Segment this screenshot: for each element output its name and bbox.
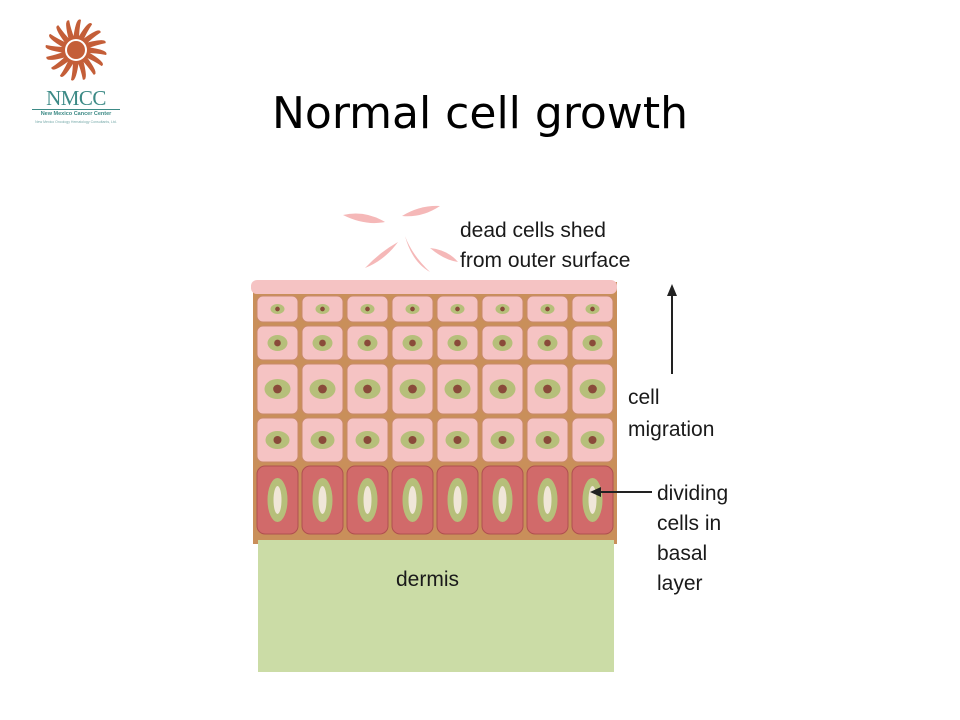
nucleolus [543, 436, 552, 444]
dividing-label-line4: layer [657, 572, 703, 595]
nucleolus [543, 384, 552, 394]
nucleolus [588, 436, 597, 444]
migration-arrow [667, 284, 677, 374]
dividing-arrow [590, 487, 652, 497]
nucleolus [275, 306, 280, 312]
nucleolus [274, 339, 281, 347]
nucleolus [365, 306, 370, 312]
basal-nucleus-core [273, 486, 282, 514]
outer-surface-layer [251, 280, 617, 294]
nucleolus [363, 384, 372, 394]
dividing-label-line2: cells in [657, 512, 721, 535]
nucleolus [589, 339, 596, 347]
logo-tagline: New Mexico Oncology Hematology Consultan… [35, 120, 117, 124]
nucleolus [588, 384, 597, 394]
basal-nucleus-core [453, 486, 462, 514]
nucleolus [455, 306, 460, 312]
nucleolus [453, 384, 462, 394]
shed-label-line1: dead cells shed [460, 219, 606, 242]
basal-nucleus-core [408, 486, 417, 514]
shed-cells [343, 205, 458, 272]
nucleolus [318, 384, 327, 394]
nucleolus [408, 384, 417, 394]
nucleolus [454, 339, 461, 347]
migration-label-line1: cell [628, 386, 660, 409]
cell-layers [256, 295, 614, 535]
basal-nucleus-core [498, 486, 507, 514]
nucleolus [500, 306, 505, 312]
slide-title: Normal cell growth [272, 88, 688, 139]
nucleolus [544, 339, 551, 347]
dermis-region [258, 540, 614, 672]
basal-nucleus-core [543, 486, 552, 514]
nmcc-logo: NMCC New Mexico Cancer Center New Mexico… [26, 14, 136, 124]
nucleolus [590, 306, 595, 312]
nucleolus [545, 306, 550, 312]
logo-rule [32, 109, 120, 110]
nucleolus [408, 436, 417, 444]
nucleolus [363, 436, 372, 444]
shed-label-line2: from outer surface [460, 249, 630, 272]
nucleolus [320, 306, 325, 312]
logo-name: New Mexico Cancer Center [40, 111, 112, 117]
nucleolus [453, 436, 462, 444]
basal-nucleus-core [363, 486, 372, 514]
dividing-label-line1: dividing [657, 482, 728, 505]
dividing-label-line3: basal [657, 542, 707, 565]
sun-logo-icon [45, 19, 107, 81]
migration-label-line2: migration [628, 418, 714, 441]
nucleolus [273, 436, 282, 444]
logo-abbreviation: NMCC [46, 86, 106, 110]
basal-nucleus-core [318, 486, 327, 514]
nucleolus [498, 436, 507, 444]
nucleolus [273, 384, 282, 394]
nucleolus [499, 339, 506, 347]
nucleolus [319, 339, 326, 347]
nucleolus [410, 306, 415, 312]
dermis-label: dermis [396, 568, 459, 591]
nucleolus [364, 339, 371, 347]
nucleolus [409, 339, 416, 347]
nucleolus [318, 436, 327, 444]
nucleolus [498, 384, 507, 394]
